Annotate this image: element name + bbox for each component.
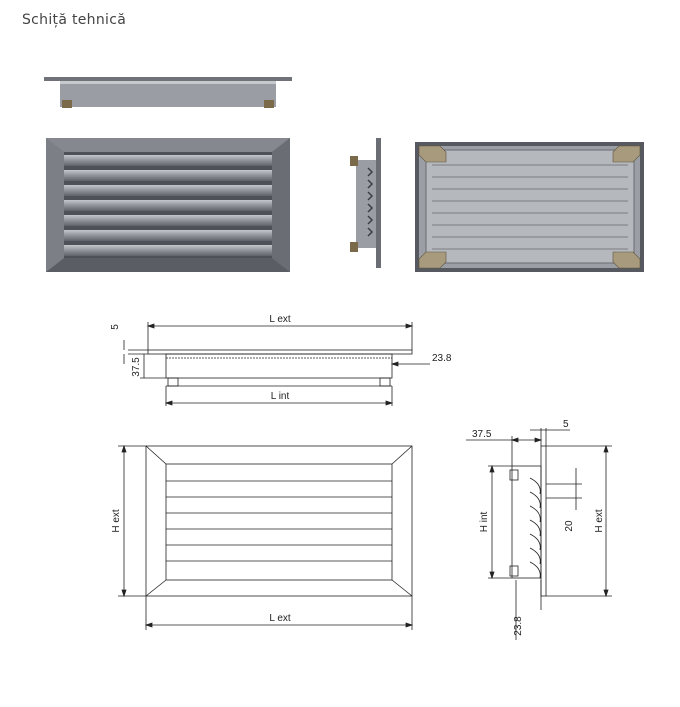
dim-23-8-side: 23.8 bbox=[513, 616, 524, 636]
dim-5-side: 5 bbox=[563, 419, 569, 430]
dim-5-top: 5 bbox=[110, 324, 121, 330]
dim-l-ext-top: L ext bbox=[269, 314, 291, 325]
dim-37-5-top: 37.5 bbox=[131, 357, 142, 377]
dim-l-ext-front: L ext bbox=[269, 613, 291, 624]
dim-23-8-top: 23.8 bbox=[432, 353, 452, 364]
side-view-drawing bbox=[466, 428, 612, 640]
dim-h-ext-front: H ext bbox=[111, 509, 122, 533]
dim-l-int: L int bbox=[271, 391, 290, 402]
render-front-view bbox=[46, 138, 290, 272]
render-side-view bbox=[350, 138, 381, 268]
top-section-drawing bbox=[123, 322, 430, 406]
dim-20-side: 20 bbox=[564, 520, 575, 532]
front-view-drawing bbox=[118, 444, 414, 630]
render-top-view bbox=[44, 77, 292, 108]
dim-h-int-side: H int bbox=[479, 511, 490, 532]
dim-37-5-side: 37.5 bbox=[472, 429, 492, 440]
dim-h-ext-side: H ext bbox=[594, 509, 605, 533]
render-front-louvers bbox=[64, 155, 272, 256]
render-back-view bbox=[415, 142, 644, 272]
page-title: Schiță tehnică bbox=[22, 12, 127, 28]
